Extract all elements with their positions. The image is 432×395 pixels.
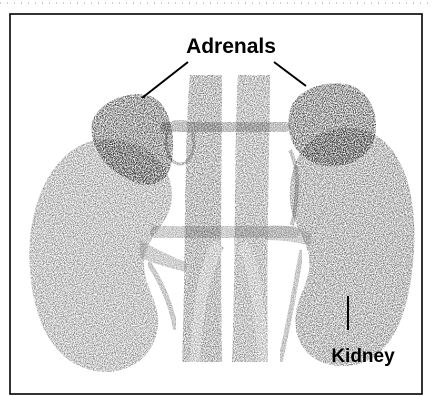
kidney-label: Kidney: [331, 346, 395, 367]
adrenals-label: Adrenals: [186, 35, 276, 58]
right-adrenal: [288, 83, 375, 166]
